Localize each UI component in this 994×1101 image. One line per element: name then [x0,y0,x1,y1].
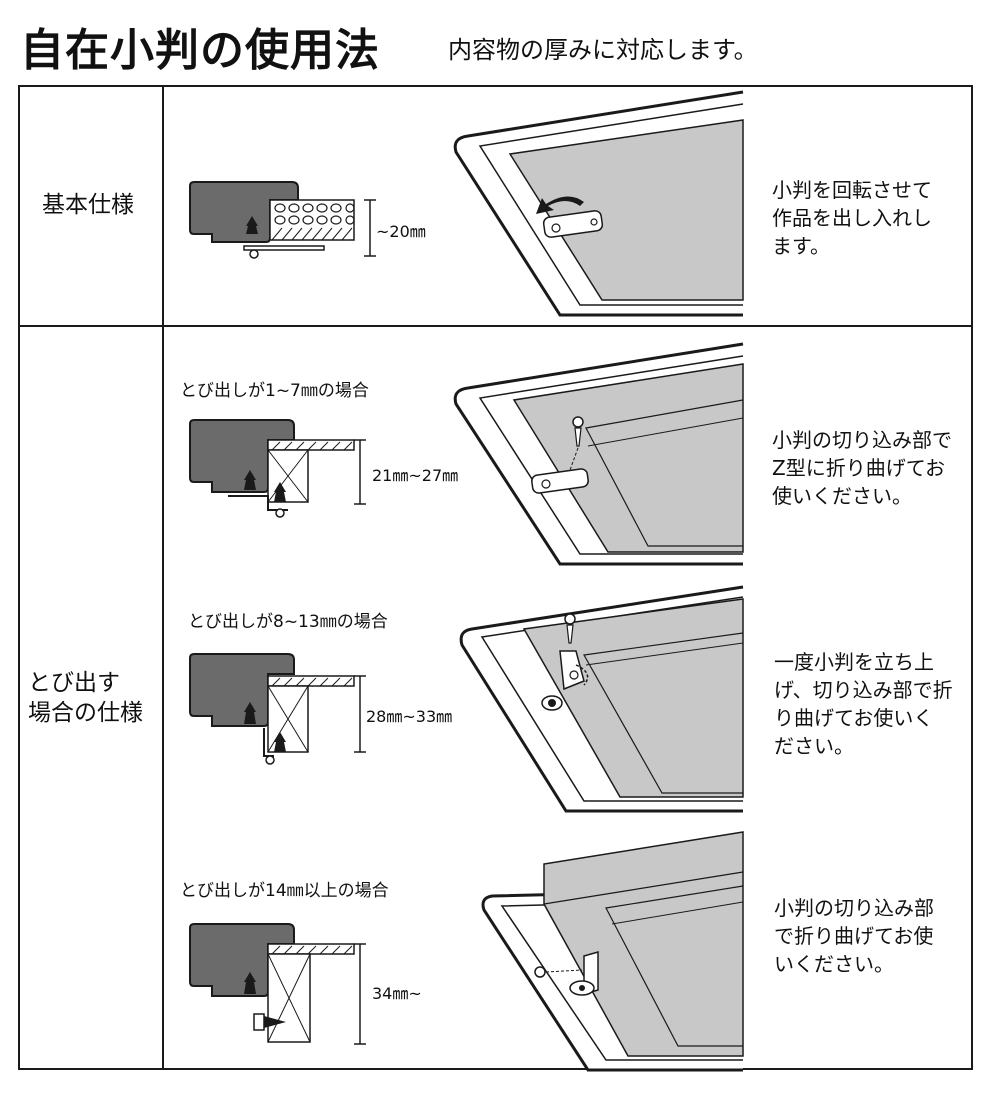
case-3-dimension-label: 34㎜~ [372,984,422,1003]
case-2-cross-section [189,653,366,765]
basic-description-line-2: 作品を出し入れし [772,206,932,230]
basic-description-line-1: 小判を回転させて [772,178,932,202]
case-3-caption: とび出しが14㎜以上の場合 [180,881,389,901]
basic-frame-perspective [453,90,744,317]
case-2-description-line-3: り曲げてお使いく [774,706,934,730]
case-3-description-line-2: で折り曲げてお使 [774,924,934,948]
case-2-description-line-4: ださい。 [774,734,854,758]
table-row-divider [18,325,973,327]
case-3-description-line-3: いください。 [774,952,894,976]
case-2-description-line-1: 一度小判を立ち上 [774,650,934,674]
case-1-cross-section [189,419,366,518]
case-2-frame-perspective [459,585,744,813]
case-3-description-line-1: 小判の切り込み部 [774,896,934,920]
usage-table [18,85,973,1070]
basic-description: 小判を回転させて 作品を出し入れし ます。 [772,176,932,260]
row-label-protrude-line-2: 場合の仕様 [28,700,143,726]
page-subtitle: 内容物の厚みに対応します。 [448,36,758,64]
page-title: 自在小判の使用法 [20,25,380,76]
case-1-description-line-2: Z型に折り曲げてお [772,456,946,480]
case-3-cross-section [189,923,366,1045]
basic-dimension-label: ~20㎜ [376,222,426,241]
basic-description-line-3: ます。 [772,234,830,258]
row-label-protrude: とび出す 場合の仕様 [28,668,143,728]
row-label-basic: 基本仕様 [42,192,134,218]
row-label-protrude-line-1: とび出す [28,670,120,696]
case-1-dimension-label: 21㎜~27㎜ [372,466,459,485]
case-2-description-line-2: げ、切り込み部で折 [774,678,953,702]
table-column-divider [162,85,164,1070]
case-1-caption: とび出しが1~7㎜の場合 [180,381,369,401]
basic-cross-section [189,181,376,259]
case-2-description: 一度小判を立ち上 げ、切り込み部で折 り曲げてお使いく ださい。 [774,648,953,760]
case-2-caption: とび出しが8~13㎜の場合 [188,612,388,632]
case-1-frame-perspective [453,342,744,566]
case-3-frame-perspective [481,831,744,1072]
case-1-description-line-1: 小判の切り込み部で [772,428,952,452]
case-1-description: 小判の切り込み部で Z型に折り曲げてお 使いください。 [772,426,952,510]
case-2-dimension-label: 28㎜~33㎜ [366,707,453,726]
case-1-description-line-3: 使いください。 [772,484,912,508]
case-3-description: 小判の切り込み部 で折り曲げてお使 いください。 [774,894,934,978]
